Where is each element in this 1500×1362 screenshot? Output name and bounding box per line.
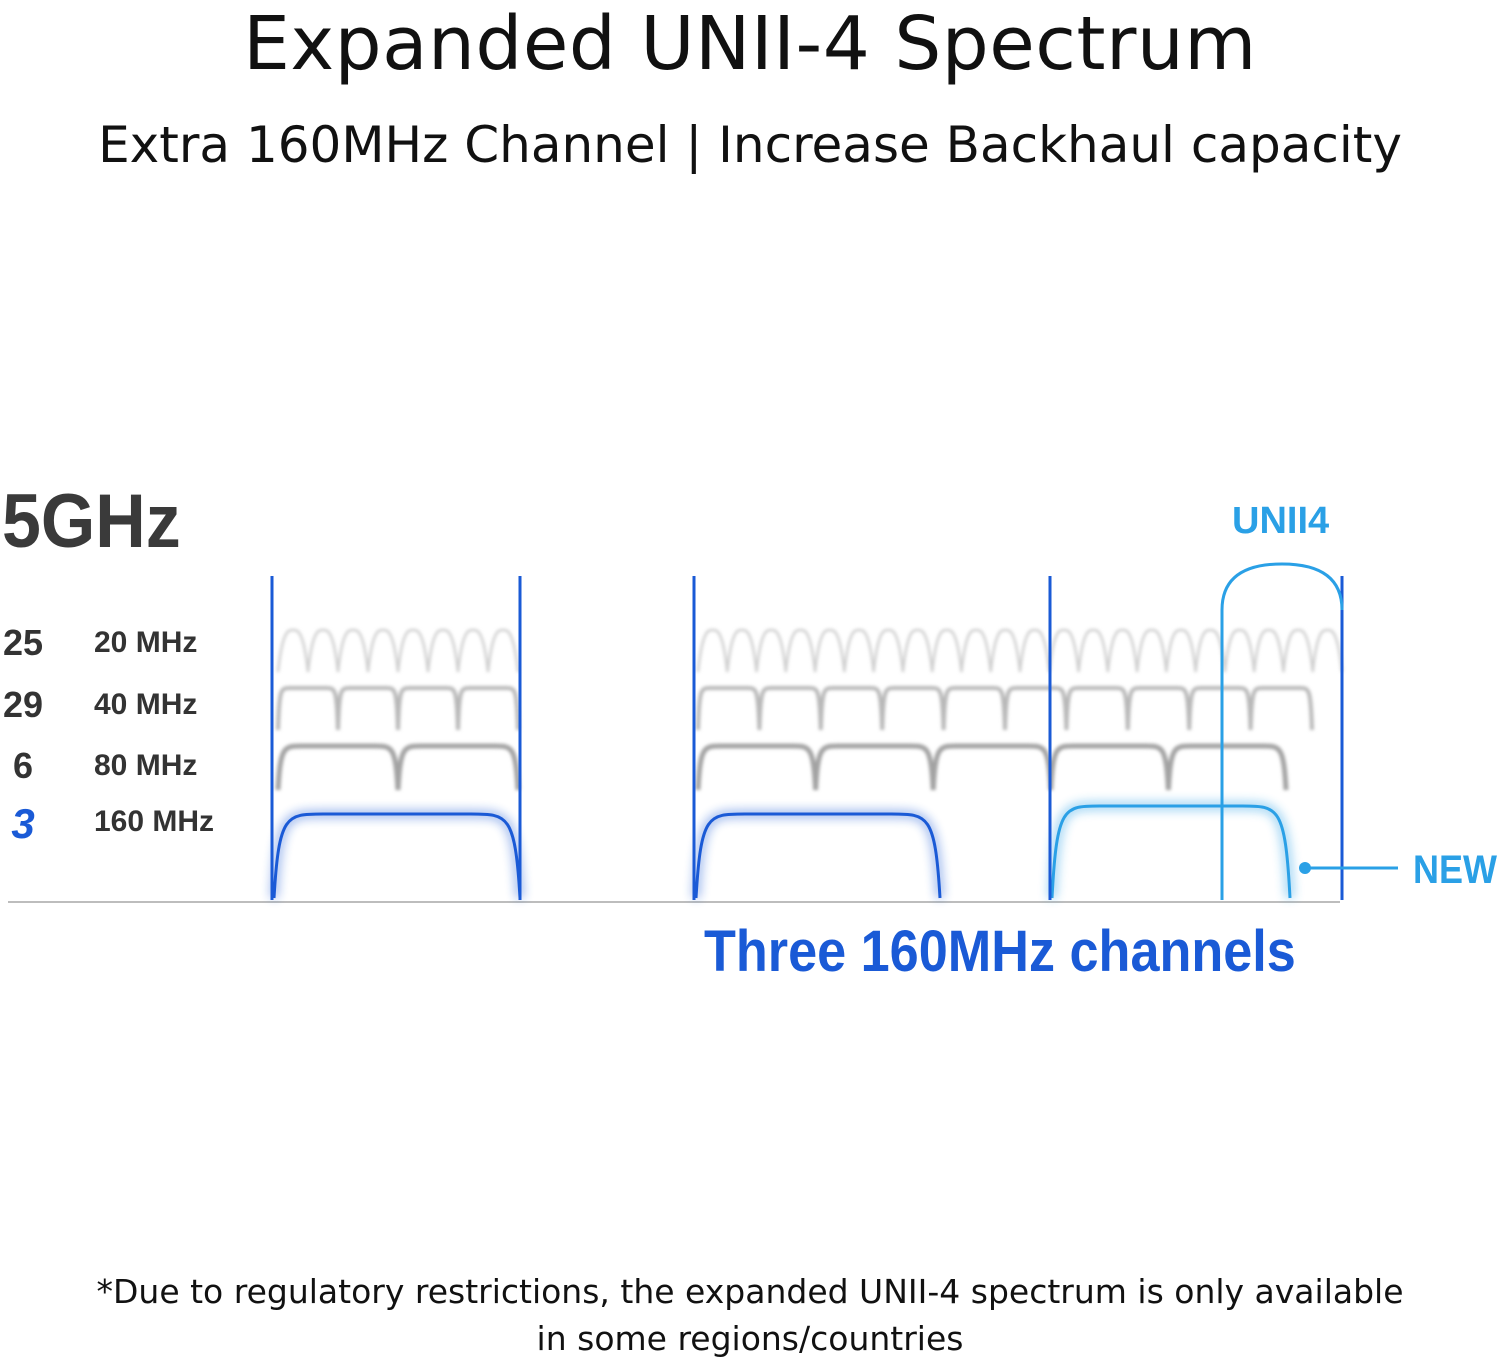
page-title: Expanded UNII-4 Spectrum <box>243 1 1257 87</box>
channel-160mhz-new <box>1050 804 1292 899</box>
glow-160mhz-block-1 <box>270 810 524 899</box>
new-label: NEW <box>1413 848 1497 892</box>
channel-160mhz-1 <box>272 812 522 899</box>
wave-80mhz-block-2 <box>695 743 1289 791</box>
page-subtitle: Extra 160MHz Channel | Increase Backhaul… <box>98 116 1402 174</box>
channel-count-40mhz: 29 <box>2 684 44 725</box>
channel-width-20mhz: 20 MHz <box>94 626 198 659</box>
channel-width-80mhz: 80 MHz <box>94 749 198 782</box>
footnote: *Due to regulatory restrictions, the exp… <box>0 1268 1500 1362</box>
wave-80mhz-block-1 <box>275 743 521 791</box>
footnote-line-1: *Due to regulatory restrictions, the exp… <box>96 1272 1404 1311</box>
wave-40mhz-block-1 <box>276 686 520 731</box>
band-label: 5GHz <box>2 479 181 564</box>
wave-40mhz-block-2 <box>696 686 1314 731</box>
wave-20mhz-block-2 <box>696 628 1344 673</box>
channel-count-160mhz: 3 <box>11 800 35 847</box>
channel-count-20mhz: 25 <box>2 622 44 663</box>
unii4-bracket <box>1220 562 1344 900</box>
channel-count-80mhz: 6 <box>12 745 34 786</box>
channel-width-160mhz: 160 MHz <box>94 805 215 838</box>
wave-20mhz-block-1 <box>276 628 520 673</box>
glow-160mhz-block-2 <box>692 810 944 899</box>
glow-160mhz-new <box>1047 801 1295 899</box>
unii4-label: UNII4 <box>1232 500 1330 542</box>
diagram-caption: Three 160MHz channels <box>704 919 1296 984</box>
channel-width-40mhz: 40 MHz <box>94 688 198 721</box>
channel-160mhz-2 <box>694 812 942 899</box>
footnote-line-2: in some regions/countries <box>536 1319 964 1358</box>
